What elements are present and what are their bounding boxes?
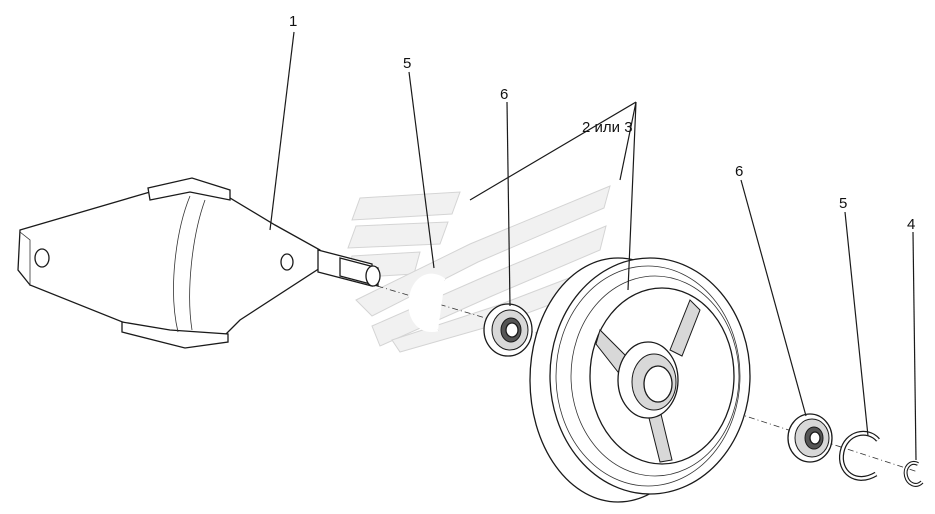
bearing-left [483, 303, 533, 357]
leader-lines [269, 31, 917, 461]
callout-label-4: 4 [907, 216, 915, 233]
callout-label-5-left: 5 [403, 55, 411, 72]
axle-shaft [317, 249, 381, 287]
callout-label-6-left: 6 [500, 86, 508, 103]
bracket-part-1 [17, 177, 321, 349]
callout-label-2-or-3: 2 или 3 [582, 119, 633, 136]
circlip-part-4 [903, 461, 924, 487]
callout-label-1: 1 [289, 13, 297, 30]
mounting-hole [34, 248, 50, 268]
bracket-hole [280, 253, 294, 271]
retaining-ring-left [408, 273, 446, 332]
retaining-ring-right [838, 430, 880, 481]
bearing-right [787, 413, 833, 463]
wheel-pulley-part-2-3 [529, 257, 751, 503]
callout-label-5-right: 5 [839, 195, 847, 212]
callout-labels: 1 5 6 2 или 3 6 5 4 [289, 13, 915, 233]
callout-label-6-right: 6 [735, 163, 743, 180]
